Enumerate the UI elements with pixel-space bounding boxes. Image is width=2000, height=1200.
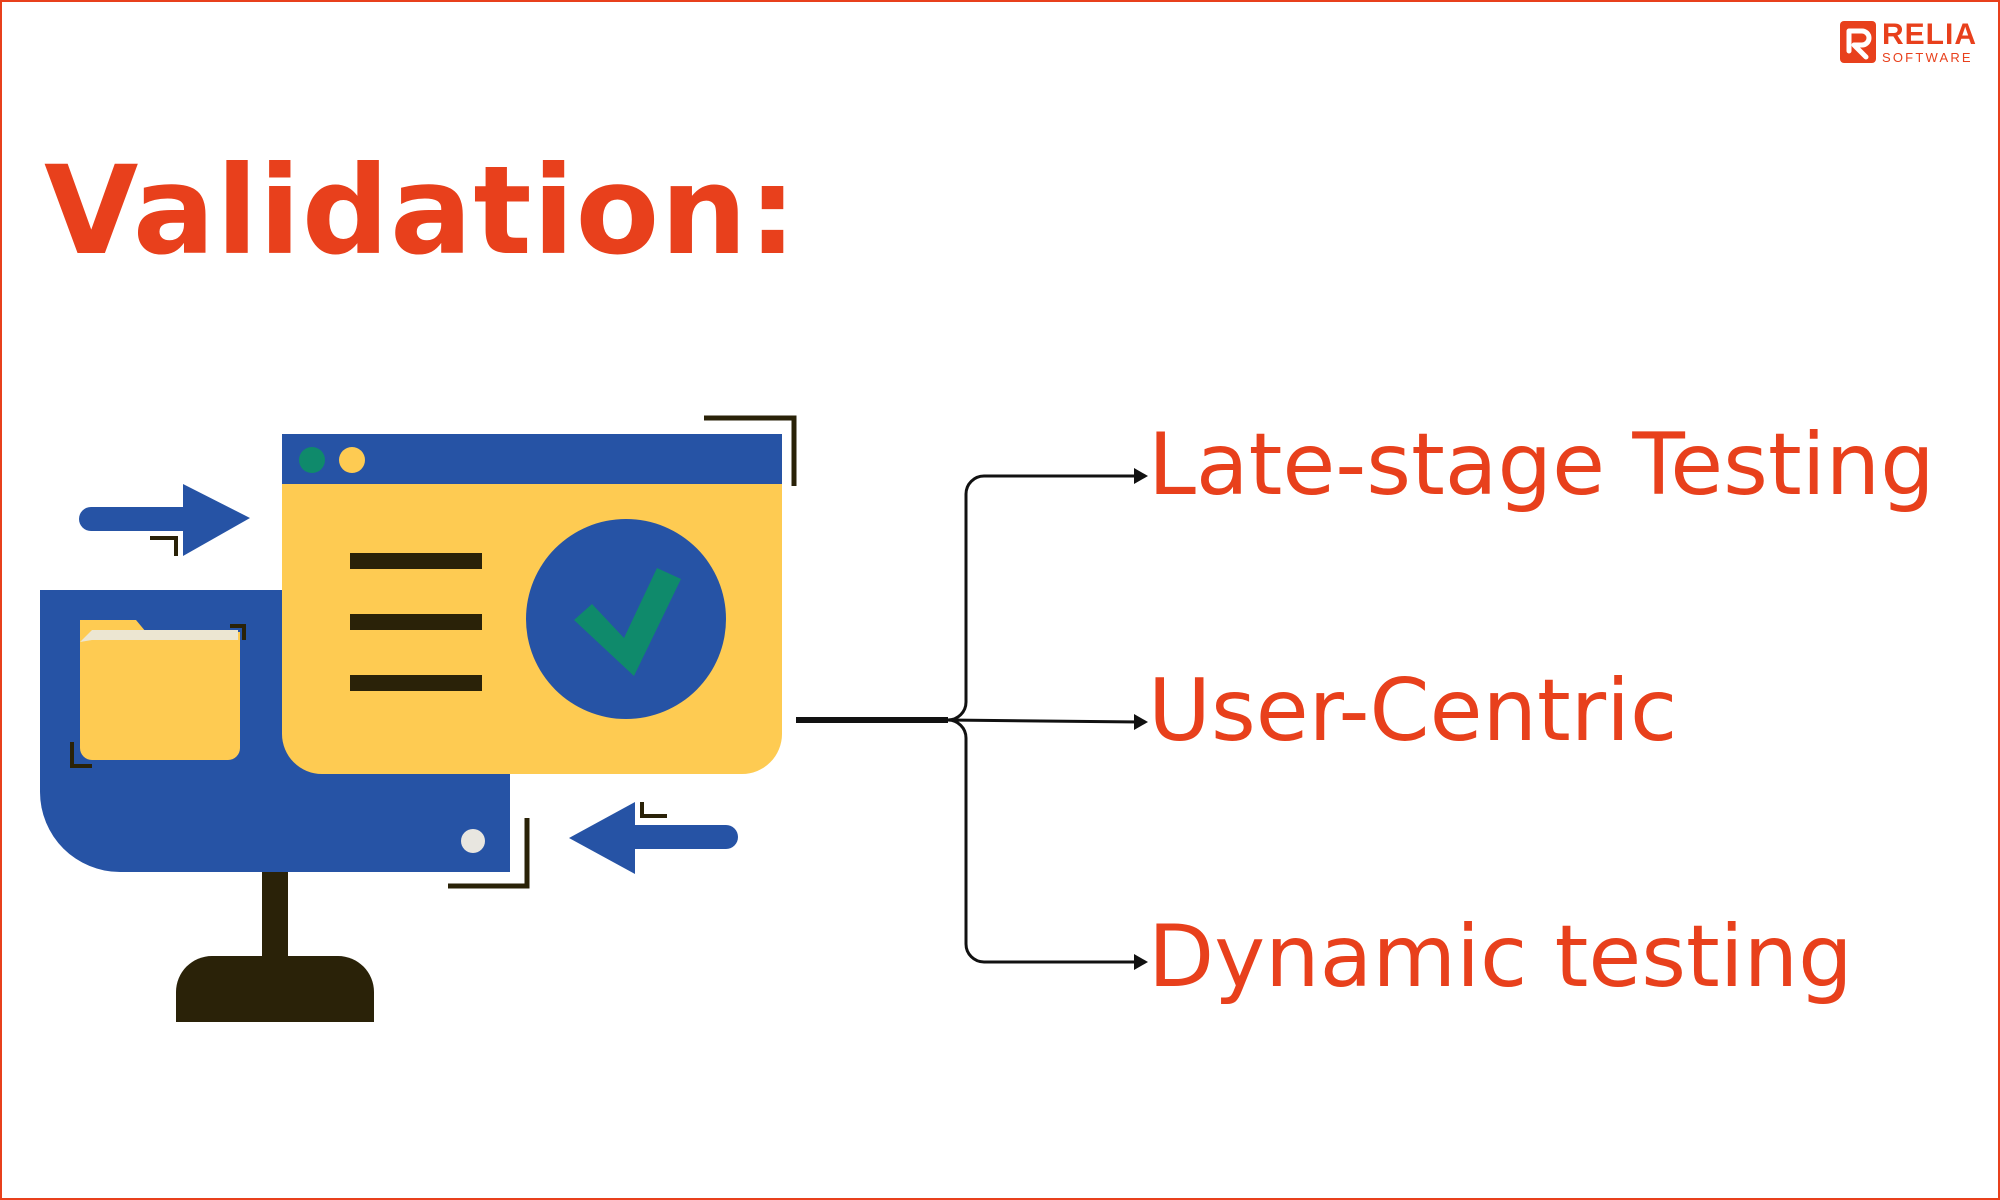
browser-window xyxy=(282,434,782,774)
corner-bracket xyxy=(230,624,246,640)
folder-icon xyxy=(80,620,240,760)
power-dot xyxy=(461,829,485,853)
arrow-left-icon xyxy=(569,802,738,874)
text-line xyxy=(350,675,482,691)
logo-brand-text: RELIA xyxy=(1882,18,1977,51)
arrow-right-icon xyxy=(79,484,250,556)
corner-bracket xyxy=(70,742,92,768)
branch-label-late-stage-testing: Late-stage Testing xyxy=(1148,415,1935,515)
window-dot-green xyxy=(299,447,325,473)
connector-arrowhead xyxy=(1134,468,1148,484)
monitor-stand xyxy=(262,870,288,960)
corner-bracket xyxy=(448,818,530,889)
text-line xyxy=(350,614,482,630)
page-title: Validation: xyxy=(44,140,798,282)
branch-label-user-centric: User-Centric xyxy=(1148,661,1678,761)
monitor-base xyxy=(176,956,374,1022)
checkmark-icon xyxy=(574,568,681,676)
relia-logo: RELIA SOFTWARE xyxy=(1840,20,1977,64)
window-dot-yellow xyxy=(339,447,365,473)
connector-arrowhead xyxy=(1134,714,1148,730)
logo-sub-text: SOFTWARE xyxy=(1882,50,1973,65)
relia-logo-icon xyxy=(1840,21,1876,63)
connector-arrowhead xyxy=(1134,954,1148,970)
connector-tree xyxy=(796,474,1141,964)
text-line xyxy=(350,553,482,569)
branch-label-dynamic-testing: Dynamic testing xyxy=(1148,907,1853,1007)
check-circle xyxy=(526,519,726,719)
corner-bracket xyxy=(704,415,797,486)
